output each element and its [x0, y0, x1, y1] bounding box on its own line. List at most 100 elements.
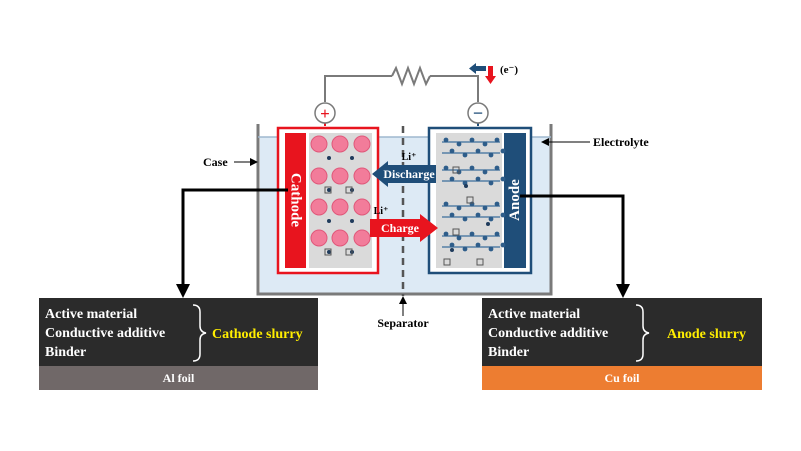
cathode-binder-dot: [327, 188, 331, 192]
cathode-binder-dot: [327, 219, 331, 223]
anode-lattice-atom: [462, 246, 468, 252]
li-ion-top-label: Li⁺: [402, 152, 417, 163]
case-label: Case: [203, 155, 228, 169]
li-ion-bottom-label: Li⁺: [374, 206, 389, 217]
cathode-particle: [353, 198, 371, 216]
cathode-leader-line: [181, 188, 288, 286]
charge-arrow: Charge: [370, 214, 438, 242]
cathode-particle: [331, 198, 349, 216]
cathode-line-2: Conductive additive: [45, 326, 165, 341]
cathode-additive-square: [345, 248, 353, 256]
cathode-particle: [310, 135, 328, 153]
anode-lattice-atom: [456, 205, 462, 211]
anode-brace: [635, 304, 650, 362]
discharge-label: Discharge: [383, 167, 435, 181]
anode-lattice-atom: [488, 246, 494, 252]
anode-lattice-atom: [482, 205, 488, 211]
anode-lattice-atom: [500, 176, 506, 182]
anode-binder-dot: [486, 222, 490, 226]
anode-line-1: Active material: [488, 307, 580, 322]
anode-lattice-atom: [475, 212, 481, 218]
electrolyte-label: Electrolyte: [593, 135, 649, 149]
anode-lattice-atom: [462, 216, 468, 222]
anode-lattice-atom: [443, 165, 449, 171]
cathode-electrode: [276, 126, 380, 275]
anode-lattice-atom: [469, 231, 475, 237]
al-foil-label: Al foil: [163, 371, 195, 385]
anode-lattice-atom: [488, 216, 494, 222]
cathode-additive-square: [324, 186, 332, 194]
cathode-particle: [353, 167, 371, 185]
anode-lattice-atom: [482, 141, 488, 147]
discharge-arrow: Discharge: [372, 161, 436, 187]
cathode-additive-square: [324, 248, 332, 256]
cathode-additive-square: [345, 186, 353, 194]
anode-additive-square: [476, 258, 484, 266]
anode-line-2: Conductive additive: [488, 326, 608, 341]
cathode-line-1: Active material: [45, 307, 137, 322]
electron-flow-arrows: [469, 63, 496, 84]
cathode-line-3: Binder: [45, 345, 86, 360]
anode-additive-square: [466, 196, 474, 204]
anode-lattice-atom: [443, 231, 449, 237]
anode-lattice-atom: [469, 201, 475, 207]
cathode-slurry-label: Cathode slurry: [212, 327, 303, 342]
cathode-particle: [310, 198, 328, 216]
anode-lattice-atom: [494, 201, 500, 207]
anode-lattice-atom: [482, 235, 488, 241]
cathode-leader-arrowhead: [176, 284, 190, 298]
cathode-particle: [353, 229, 371, 247]
cu-foil-label: Cu foil: [604, 371, 640, 385]
cathode-particle: [331, 135, 349, 153]
cathode-particle: [331, 229, 349, 247]
anode-lattice-atom: [475, 242, 481, 248]
anode-lattice-atom: [488, 180, 494, 186]
anode-additive-square: [443, 258, 451, 266]
cathode-particle: [310, 229, 328, 247]
negative-terminal: −: [467, 102, 489, 126]
separator-label: Separator: [377, 316, 429, 330]
anode-lattice-atom: [494, 231, 500, 237]
anode-graphite-lattice: [442, 137, 506, 266]
cathode-info-box: Active material Conductive additive Bind…: [39, 298, 318, 390]
cathode-binder-dot: [327, 250, 331, 254]
anode-label: Anode: [507, 179, 523, 221]
positive-terminal: +: [314, 102, 336, 126]
anode-lattice-atom: [462, 152, 468, 158]
anode-lattice-atom: [456, 235, 462, 241]
anode-lattice-atom: [469, 137, 475, 143]
anode-lattice-atom: [449, 148, 455, 154]
cathode-particle: [353, 135, 371, 153]
anode-lattice-atom: [443, 201, 449, 207]
al-foil-bar: [39, 366, 318, 390]
anode-additive-square: [452, 228, 460, 236]
anode-lattice-atom: [500, 242, 506, 248]
anode-binder-dot: [450, 248, 454, 252]
anode-leader-line: [520, 194, 625, 286]
cathode-binder-dot: [327, 156, 331, 160]
minus-sign: −: [473, 103, 483, 123]
anode-slurry-label: Anode slurry: [667, 327, 746, 342]
charge-label: Charge: [381, 221, 420, 235]
cathode-current-collector: [285, 133, 306, 268]
anode-lattice-atom: [449, 212, 455, 218]
anode-leader-arrowhead: [616, 284, 630, 298]
anode-lattice-atom: [482, 169, 488, 175]
electron-label: (e⁻): [500, 64, 518, 76]
cathode-particle: [331, 167, 349, 185]
cathode-binder-dot: [350, 156, 354, 160]
battery-case: [256, 124, 553, 296]
cathode-particle: [310, 167, 328, 185]
anode-lattice-atom: [494, 165, 500, 171]
anode-binder-dot: [464, 184, 468, 188]
anode-line-3: Binder: [488, 345, 529, 360]
cathode-particles: [310, 135, 371, 256]
anode-lattice-atom: [494, 137, 500, 143]
anode-lattice-atom: [449, 176, 455, 182]
anode-lattice-atom: [488, 152, 494, 158]
anode-lattice-atom: [443, 137, 449, 143]
plus-sign: +: [320, 104, 330, 123]
anode-current-collector: [504, 133, 526, 268]
anode-additive-square: [452, 166, 460, 174]
